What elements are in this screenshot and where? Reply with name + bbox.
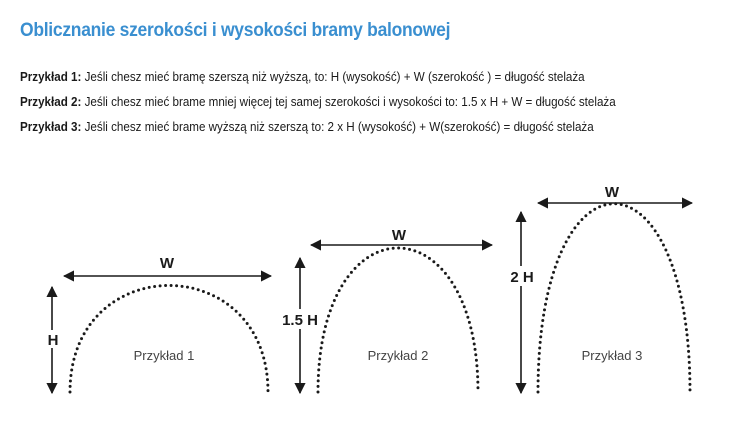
page-title: Oblicznanie szerokości i wysokości bramy…: [20, 20, 451, 41]
arch-1-height-label: H: [48, 332, 59, 349]
example-2-line: Przykład 2: Jeśli chesz mieć brame mniej…: [20, 95, 616, 109]
example-1-text: Jeśli chesz mieć bramę szerszą niż wyższ…: [81, 70, 585, 84]
arch-3-width-label: W: [605, 184, 620, 201]
arch-3-caption: Przykład 3: [582, 348, 643, 363]
example-3-label: Przykład 3:: [20, 120, 82, 134]
arch-3-group: W 2 H Przykład 3: [504, 184, 694, 395]
arch-2-caption: Przykład 2: [368, 348, 429, 363]
example-1-line: Przykład 1: Jeśli chesz mieć bramę szers…: [20, 70, 585, 84]
example-3-line: Przykład 3: Jeśli chesz mieć brame wyższ…: [20, 120, 594, 134]
arch-1-group: W H Przykład 1: [43, 255, 273, 395]
example-2-label: Przykład 2:: [20, 95, 82, 109]
arch-2-group: W 1.5 H Przykład 2: [279, 227, 494, 395]
arch-3-curve: [536, 202, 692, 394]
arch-2-curve: [316, 246, 480, 394]
example-3-text: Jeśli chesz mieć brame wyższą niż szersz…: [81, 120, 594, 134]
example-2-text: Jeśli chesz mieć brame mniej więcej tej …: [81, 95, 616, 109]
arch-2-width-label: W: [392, 227, 407, 244]
arch-3-height-label: 2 H: [510, 269, 533, 286]
arch-1-curve: [68, 284, 270, 394]
arch-1-width-label: W: [160, 255, 175, 272]
example-1-label: Przykład 1:: [20, 70, 82, 84]
arch-1-caption: Przykład 1: [134, 348, 195, 363]
arch-2-height-label: 1.5 H: [282, 312, 318, 329]
